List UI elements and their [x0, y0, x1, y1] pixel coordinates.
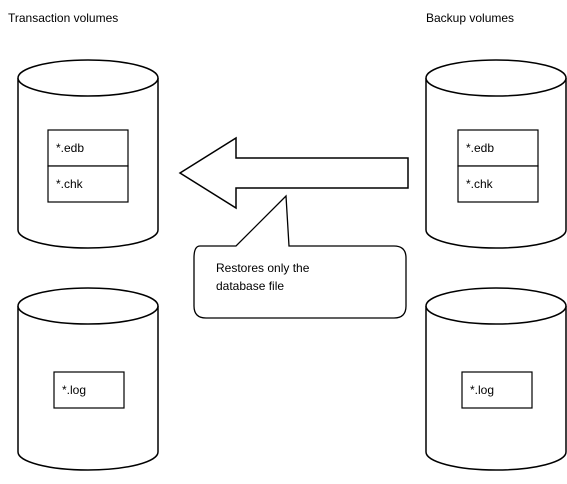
- callout-line-1: Restores only the: [216, 261, 310, 275]
- backup-chk-box: [457, 165, 539, 203]
- restore-callout: [193, 194, 407, 319]
- backup-log-box: [461, 371, 533, 409]
- transaction-log-volume: *.log: [17, 287, 159, 471]
- transaction-log-box: [53, 371, 125, 409]
- transaction-edb-label: *.edb: [56, 141, 84, 155]
- transaction-log-label: *.log: [62, 383, 86, 397]
- backup-log-volume: *.log: [425, 287, 567, 471]
- backup-edb-box: [457, 129, 539, 167]
- backup-volumes-heading: Backup volumes: [426, 11, 514, 25]
- restore-arrow: [178, 136, 409, 210]
- transaction-chk-box: [47, 165, 129, 203]
- transaction-edb-box: [47, 129, 129, 167]
- backup-chk-label: *.chk: [466, 177, 494, 191]
- backup-edb-label: *.edb: [466, 141, 494, 155]
- backup-log-label: *.log: [470, 383, 494, 397]
- transaction-db-volume: *.edb *.chk: [17, 59, 159, 249]
- transaction-volumes-heading: Transaction volumes: [8, 11, 118, 25]
- backup-db-volume: *.edb *.chk: [425, 59, 567, 249]
- transaction-chk-label: *.chk: [56, 177, 84, 191]
- callout-line-2: database file: [216, 279, 284, 293]
